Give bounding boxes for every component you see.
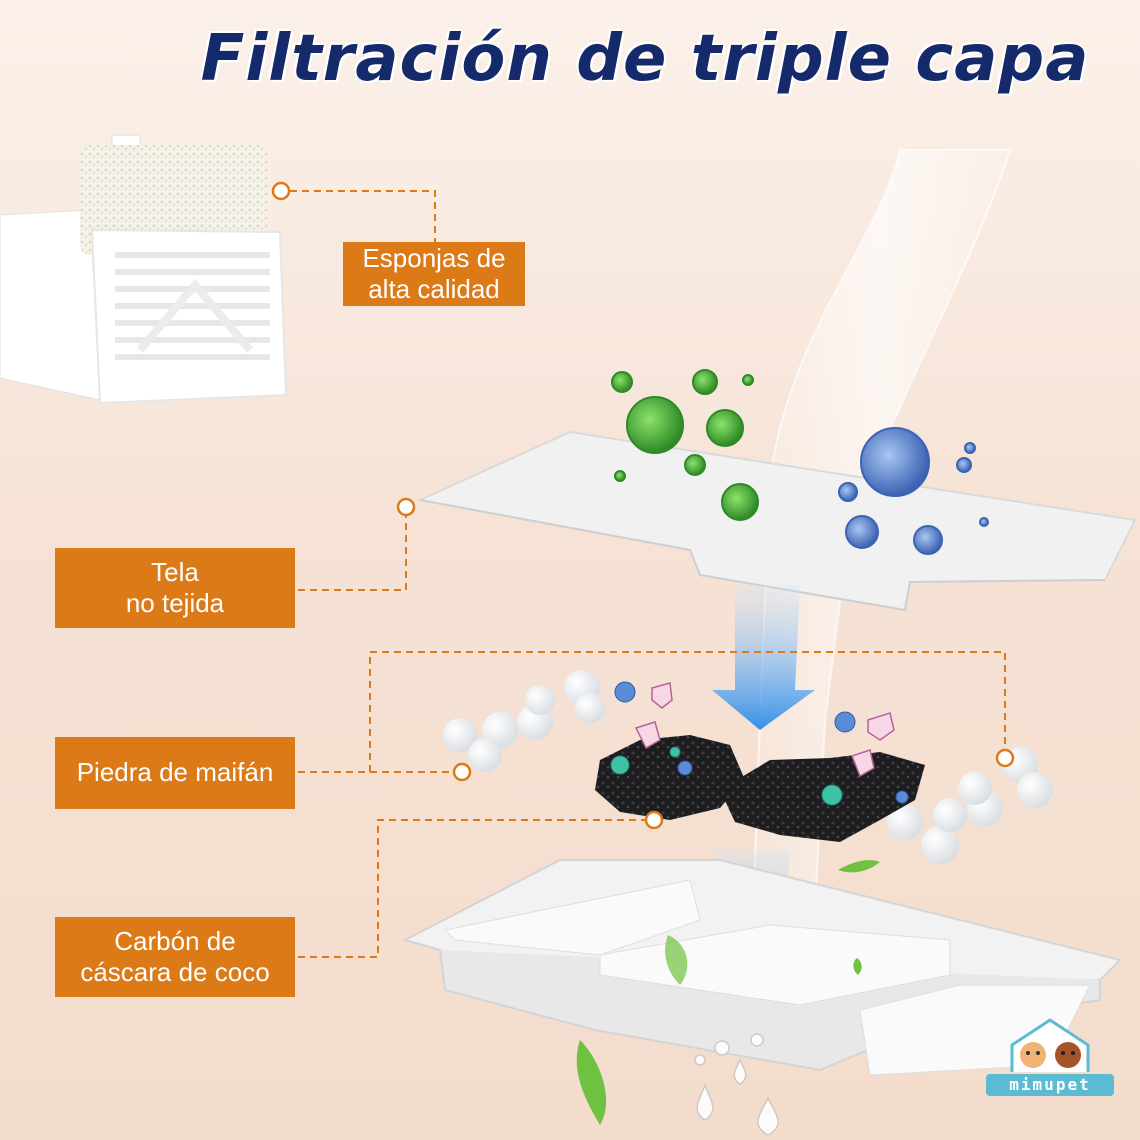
label-sponges: Esponjas de alta calidad (343, 242, 525, 306)
connector-lines (290, 190, 1006, 958)
sponge-filter-icon (0, 134, 288, 405)
label-maifan-stone: Piedra de maifán (55, 737, 295, 809)
label-carbon: Carbón de cáscara de coco (55, 917, 295, 997)
leaf-icon (576, 860, 880, 1125)
filter-tray (402, 859, 1122, 1076)
brand-name: mimupet (986, 1074, 1114, 1096)
connector-dots (271, 181, 1015, 830)
non-woven-fabric-layer (416, 430, 1137, 612)
maifan-stones (443, 670, 1053, 864)
page-title: Filtración de triple capa (200, 22, 1090, 96)
pet-logo-icon (1010, 1018, 1090, 1072)
label-fabric-line2: no tejida (125, 588, 225, 618)
water-drop-icon (694, 1033, 779, 1136)
label-sponges-line1: Esponjas de (362, 242, 506, 273)
label-fabric-line1: Tela (151, 556, 199, 587)
label-maifan-stone-line1: Piedra de maifán (76, 757, 274, 788)
label-fabric: Tela no tejida (55, 548, 295, 628)
label-carbon-line1: Carbón de (114, 925, 236, 956)
virus-icon (611, 369, 989, 555)
label-carbon-line2: cáscara de coco (80, 957, 270, 987)
coconut-carbon (595, 681, 925, 842)
label-sponges-line2: alta calidad (368, 274, 500, 304)
